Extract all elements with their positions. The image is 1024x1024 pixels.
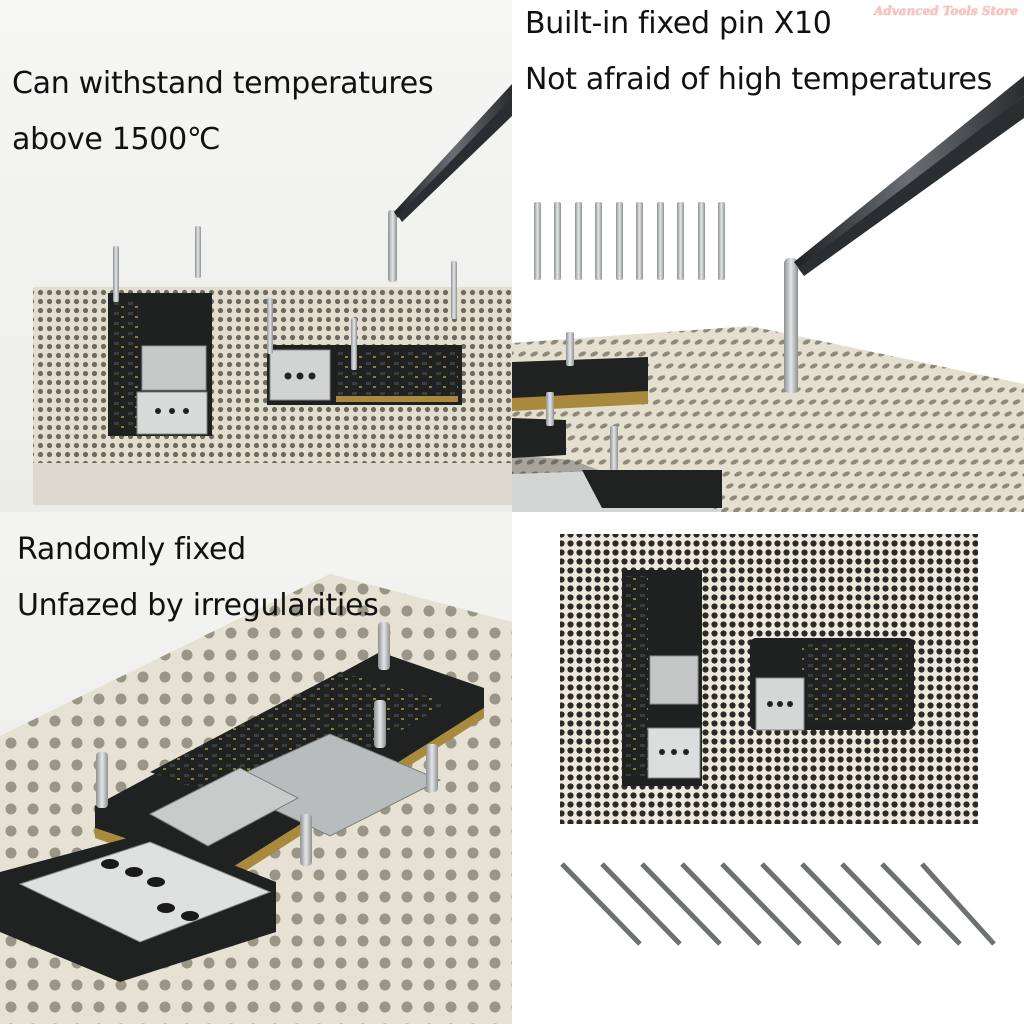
pin-set <box>560 862 996 946</box>
fixing-pins <box>96 622 438 866</box>
vertical-logic-board <box>108 293 212 436</box>
held-pin <box>784 258 798 393</box>
heat-resistance-illustration <box>33 84 512 505</box>
vertical-logic-board <box>622 570 702 786</box>
horizontal-logic-board <box>750 638 914 731</box>
caption-line-1: Randomly fixed <box>17 532 246 567</box>
panel-heat-resistance: Can withstand temperatures above 1500℃ <box>0 0 512 512</box>
top-view-illustration <box>560 534 996 946</box>
store-watermark: Advanced Tools Store <box>874 4 1018 18</box>
panel-built-in-pins: Built-in fixed pin X10 Not afraid of hig… <box>512 0 1024 512</box>
panel-top-view <box>512 512 1024 1024</box>
board-pins <box>546 332 618 470</box>
pin-row <box>534 202 725 280</box>
panel-random-fixing: Randomly fixed Unfazed by irregularities <box>0 512 512 1024</box>
caption-line-1: Can withstand temperatures <box>12 66 434 101</box>
random-fixing-illustration <box>0 574 512 1024</box>
horizontal-logic-board <box>267 345 462 405</box>
tweezers <box>394 84 512 218</box>
built-in-pins-illustration <box>512 76 1024 512</box>
caption-line-2: Not afraid of high temperatures <box>525 62 992 97</box>
caption-line-2: Unfazed by irregularities <box>17 588 379 623</box>
angled-boards <box>512 357 722 512</box>
fixed-pins <box>113 210 457 370</box>
caption-line-2: above 1500℃ <box>12 122 221 157</box>
caption-line-1: Built-in fixed pin X10 <box>525 6 832 41</box>
tweezers <box>794 76 1024 270</box>
